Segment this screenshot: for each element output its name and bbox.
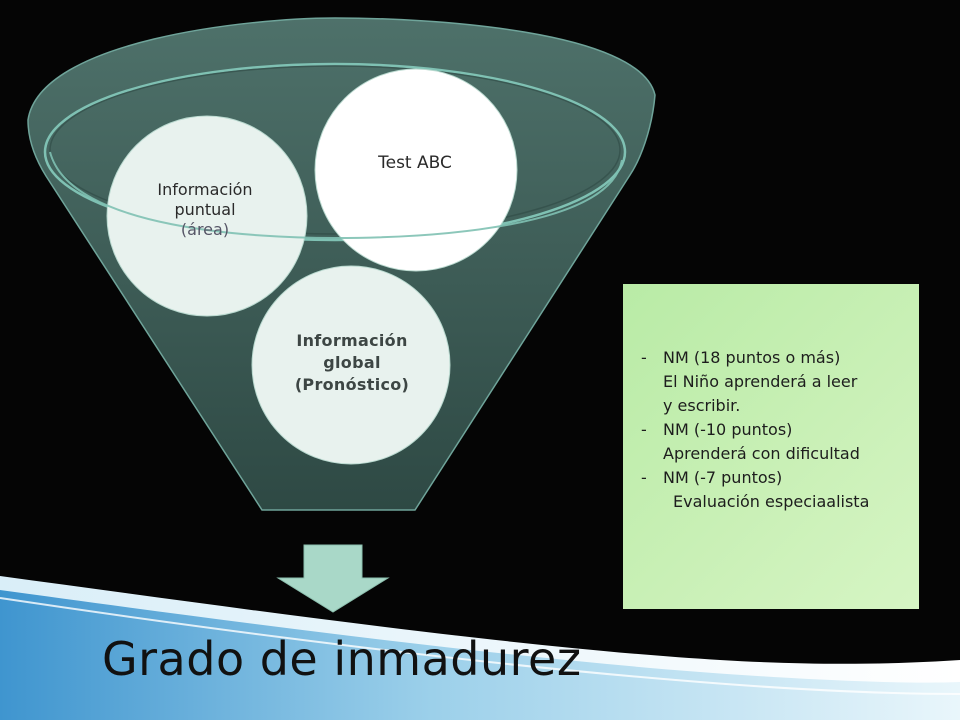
wave-accent [0, 597, 960, 695]
info-item-2-line-1: NM (-10 puntos) [663, 420, 793, 439]
funnel-rim [43, 62, 627, 242]
circle-label-test-abc: Test ABC [340, 153, 490, 173]
info-item-1-line-2: El Niño aprenderá a leer [663, 372, 858, 391]
wave-band-front [0, 590, 960, 720]
info-item-body: NM (18 puntos o más) El Niño aprenderá a… [663, 346, 905, 418]
circle-info-global [251, 265, 451, 465]
circle-label-info-puntual: Información puntual (área) [130, 180, 280, 240]
circle-label-info-global: Información global (Pronóstico) [262, 330, 442, 396]
down-arrow-icon [276, 544, 390, 613]
circle-test-abc [314, 68, 518, 272]
bullet-dash: - [641, 348, 647, 367]
circle-info-puntual [106, 115, 308, 317]
info-item-3-line-2: Evaluación especiaalista [673, 492, 870, 511]
slide-title: Grado de inmadurez [102, 632, 582, 686]
nm-score-info-box: - NM (18 puntos o más) El Niño aprenderá… [623, 284, 919, 609]
info-global-line-2: global [323, 353, 381, 372]
info-item-2-line-2: Aprenderá con dificultad [663, 444, 860, 463]
info-item-1-line-1: NM (18 puntos o más) [663, 348, 841, 367]
info-puntual-line-1: Información [157, 180, 253, 199]
info-global-line-3: (Pronóstico) [294, 375, 410, 394]
funnel-rim-inner [49, 65, 621, 235]
info-item-body: NM (-10 puntos) Aprenderá con dificultad [663, 418, 905, 466]
info-global-line-1: Información [296, 331, 408, 350]
info-item-nm-18: - NM (18 puntos o más) El Niño aprenderá… [641, 346, 905, 418]
bullet-dash: - [641, 420, 647, 439]
info-item-1-line-3: y escribir. [663, 396, 741, 415]
info-item-body: NM (-7 puntos) Evaluación especiaalista [663, 466, 905, 514]
info-item-3-line-1: NM (-7 puntos) [663, 468, 783, 487]
info-puntual-line-2: puntual [174, 200, 236, 219]
info-item-nm-7: - NM (-7 puntos) Evaluación especiaalist… [641, 466, 905, 514]
info-item-nm-10: - NM (-10 puntos) Aprenderá con dificult… [641, 418, 905, 466]
funnel-rim-overlay [49, 151, 623, 240]
test-abc-text: Test ABC [378, 153, 452, 173]
info-puntual-line-3: (área) [180, 220, 230, 239]
bullet-dash: - [641, 468, 647, 487]
